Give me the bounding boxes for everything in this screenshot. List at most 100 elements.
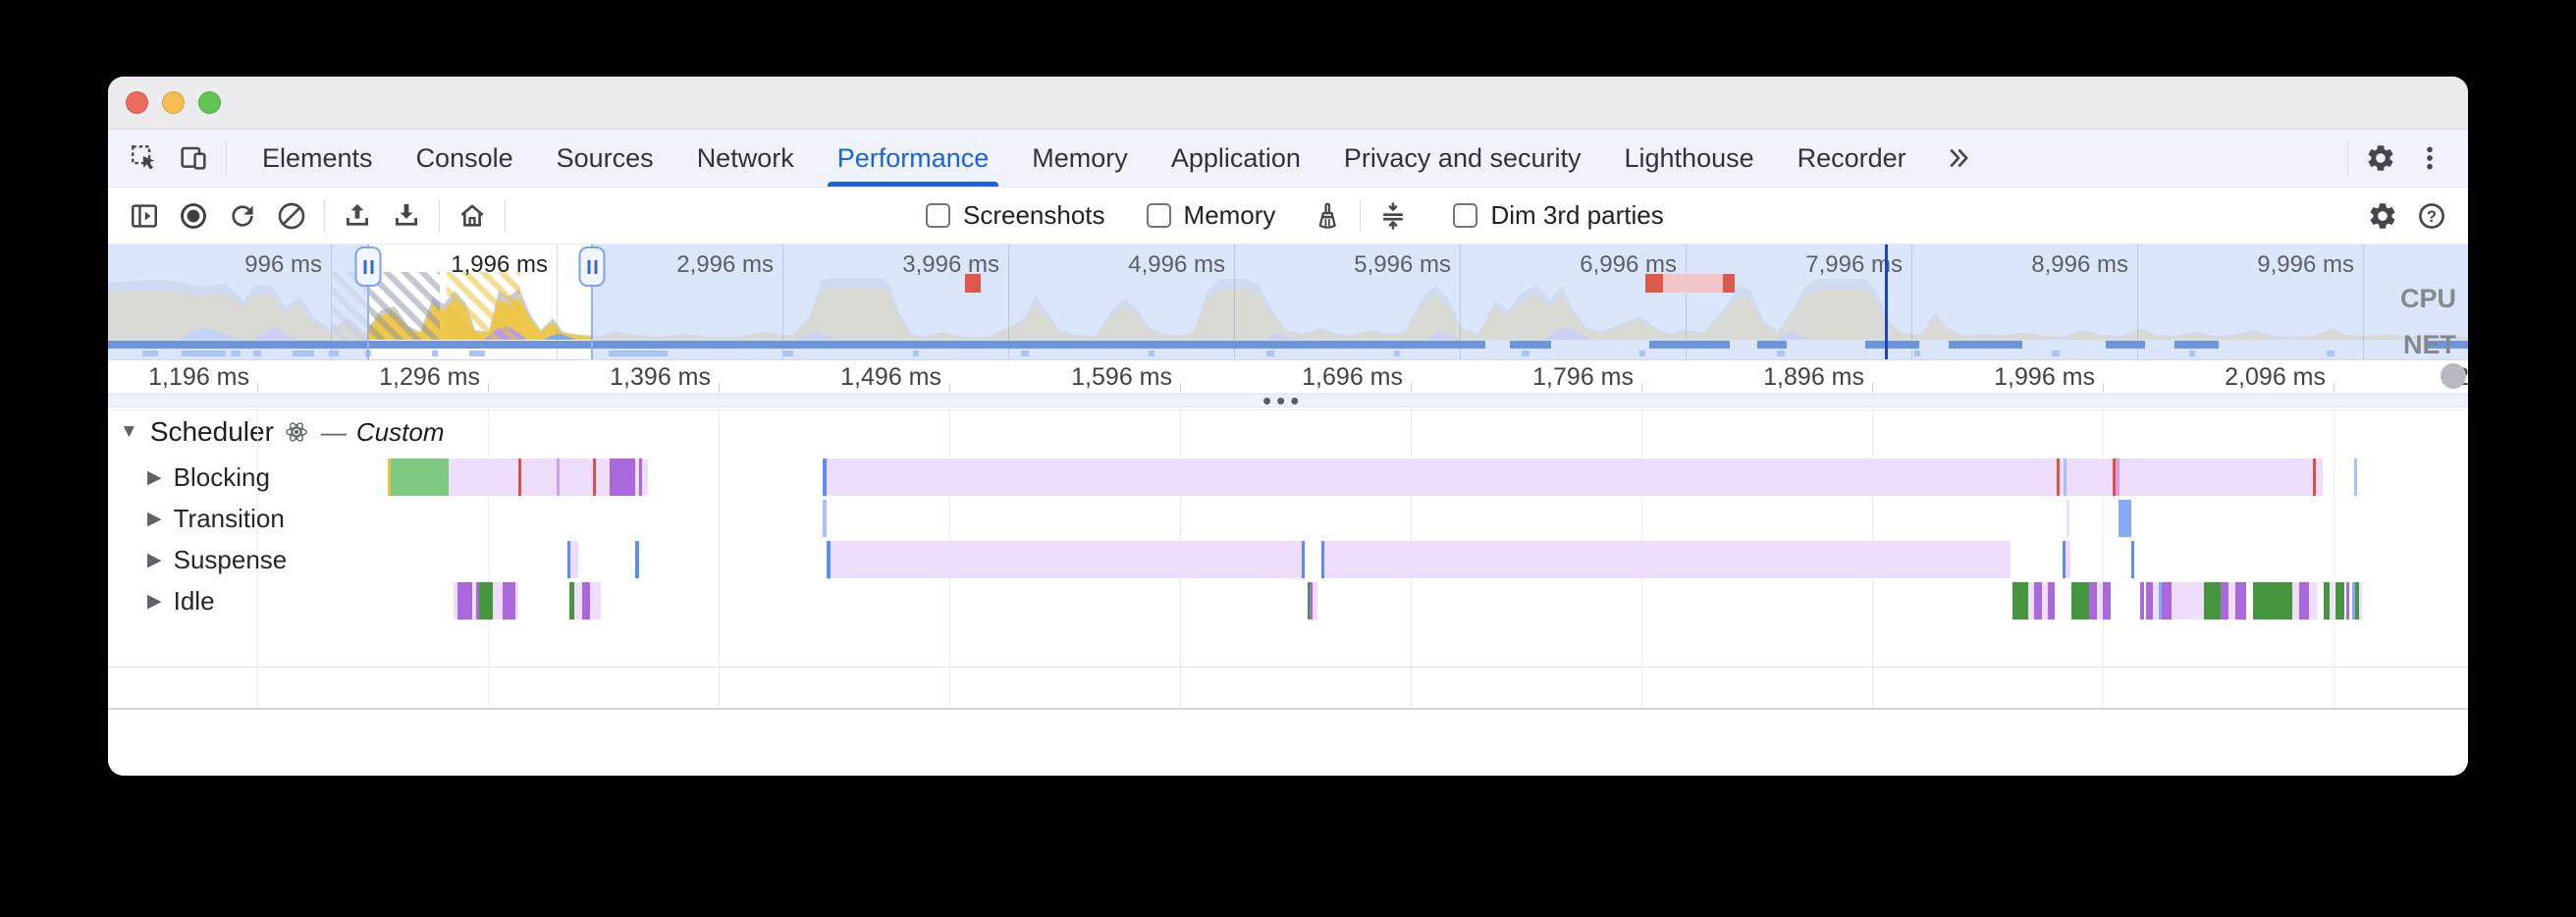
more-tabs-button[interactable] bbox=[1928, 143, 1989, 173]
track-event[interactable] bbox=[2119, 500, 2131, 537]
inspect-element-button[interactable] bbox=[120, 135, 169, 181]
left-selection-handle[interactable] bbox=[354, 246, 382, 287]
track-event[interactable] bbox=[515, 582, 518, 620]
track-event[interactable] bbox=[635, 541, 639, 578]
collapse-tracks-button[interactable] bbox=[1368, 193, 1418, 239]
track-event[interactable] bbox=[593, 458, 596, 496]
track-event[interactable] bbox=[2313, 458, 2316, 496]
track-event[interactable] bbox=[2228, 582, 2235, 620]
dim-checkbox-box[interactable] bbox=[1453, 203, 1478, 228]
track-event[interactable] bbox=[2355, 582, 2359, 620]
playhead-marker[interactable] bbox=[1885, 244, 1888, 359]
track-event[interactable] bbox=[2235, 582, 2246, 620]
right-selection-handle[interactable] bbox=[578, 246, 606, 287]
tab-lighthouse[interactable]: Lighthouse bbox=[1624, 142, 1754, 173]
track-event[interactable] bbox=[2316, 458, 2323, 496]
track-row-idle[interactable]: ▶Idle bbox=[147, 582, 215, 620]
scrollbar-thumb[interactable] bbox=[2441, 363, 2466, 389]
track-group-scheduler[interactable]: ▼ Scheduler — Custom bbox=[120, 415, 444, 449]
track-event[interactable] bbox=[2034, 582, 2042, 620]
toggle-sidebar-button[interactable] bbox=[120, 193, 169, 239]
track-event[interactable] bbox=[635, 458, 639, 496]
track-event[interactable] bbox=[2116, 458, 2120, 496]
tab-privacy-and-security[interactable]: Privacy and security bbox=[1343, 142, 1582, 173]
track-event[interactable] bbox=[1308, 582, 1310, 620]
close-button[interactable] bbox=[126, 91, 148, 114]
track-event[interactable] bbox=[2066, 500, 2069, 537]
tab-console[interactable]: Console bbox=[415, 142, 513, 173]
devtools-menu-button[interactable] bbox=[2405, 135, 2454, 181]
collapse-triangle-icon[interactable]: ▼ bbox=[120, 421, 138, 442]
track-event[interactable] bbox=[2253, 582, 2292, 620]
track-event[interactable] bbox=[2140, 582, 2144, 620]
settings-button[interactable] bbox=[2356, 135, 2405, 181]
track-event[interactable] bbox=[454, 582, 457, 620]
track-event[interactable] bbox=[2324, 582, 2330, 620]
track-event[interactable] bbox=[391, 458, 449, 496]
track-event[interactable] bbox=[596, 458, 610, 496]
reload-and-record-button[interactable] bbox=[218, 193, 267, 239]
tab-network[interactable]: Network bbox=[696, 142, 794, 173]
track-event[interactable] bbox=[2172, 582, 2204, 620]
save-profile-button[interactable] bbox=[382, 193, 431, 239]
track-event[interactable] bbox=[827, 541, 831, 578]
track-event[interactable] bbox=[2146, 582, 2153, 620]
track-event[interactable] bbox=[582, 582, 590, 620]
record-button[interactable] bbox=[169, 193, 218, 239]
track-event[interactable] bbox=[560, 458, 593, 496]
expand-triangle-icon[interactable]: ▶ bbox=[147, 466, 162, 488]
track-event[interactable] bbox=[574, 582, 582, 620]
track-event[interactable] bbox=[1310, 582, 1313, 620]
track-event[interactable] bbox=[642, 458, 648, 496]
screenshots-checkbox-box[interactable] bbox=[926, 203, 950, 228]
track-event[interactable] bbox=[2162, 582, 2172, 620]
track-event[interactable] bbox=[557, 458, 560, 496]
tab-memory[interactable]: Memory bbox=[1032, 142, 1128, 173]
tab-recorder[interactable]: Recorder bbox=[1797, 142, 1906, 173]
track-event[interactable] bbox=[590, 582, 601, 620]
track-event[interactable] bbox=[2103, 582, 2111, 620]
track-event[interactable] bbox=[2048, 582, 2055, 620]
track-event[interactable] bbox=[388, 458, 391, 496]
track-event[interactable] bbox=[2060, 458, 2064, 496]
screenshots-checkbox[interactable]: Screenshots bbox=[926, 200, 1105, 231]
track-event[interactable] bbox=[493, 582, 503, 620]
track-event[interactable] bbox=[2066, 458, 2113, 496]
track-event[interactable] bbox=[2359, 582, 2362, 620]
clear-button[interactable] bbox=[267, 193, 316, 239]
dim-3rd-parties-checkbox[interactable]: Dim 3rd parties bbox=[1453, 200, 1664, 231]
track-event[interactable] bbox=[2159, 582, 2162, 620]
tab-sources[interactable]: Sources bbox=[556, 142, 654, 173]
track-event[interactable] bbox=[2153, 582, 2159, 620]
track-row-suspense[interactable]: ▶Suspense bbox=[147, 541, 287, 578]
track-event[interactable] bbox=[1324, 541, 2011, 578]
track-event[interactable] bbox=[479, 582, 493, 620]
tab-application[interactable]: Application bbox=[1170, 142, 1301, 173]
track-event[interactable] bbox=[570, 541, 578, 578]
track-event[interactable] bbox=[567, 541, 570, 578]
track-event[interactable] bbox=[827, 458, 2057, 496]
track-event[interactable] bbox=[2120, 458, 2313, 496]
track-event[interactable] bbox=[2028, 582, 2034, 620]
track-event[interactable] bbox=[610, 458, 635, 496]
track-event[interactable] bbox=[569, 582, 574, 620]
track-event[interactable] bbox=[1313, 582, 1317, 620]
track-event[interactable] bbox=[2089, 582, 2097, 620]
track-event[interactable] bbox=[2064, 458, 2066, 496]
track-event[interactable] bbox=[2204, 582, 2221, 620]
track-event[interactable] bbox=[521, 458, 557, 496]
track-event[interactable] bbox=[2113, 458, 2116, 496]
track-event[interactable] bbox=[823, 458, 827, 496]
panel-resize-strip[interactable]: ••• bbox=[108, 386, 2468, 415]
track-event[interactable] bbox=[831, 541, 1302, 578]
track-event[interactable] bbox=[2292, 582, 2299, 620]
track-event[interactable] bbox=[476, 582, 479, 620]
track-event[interactable] bbox=[2057, 458, 2060, 496]
track-event[interactable] bbox=[2042, 582, 2048, 620]
track-event[interactable] bbox=[2354, 458, 2357, 496]
track-event[interactable] bbox=[2066, 541, 2070, 578]
track-event[interactable] bbox=[449, 458, 518, 496]
track-event[interactable] bbox=[2335, 582, 2344, 620]
track-row-blocking[interactable]: ▶Blocking bbox=[147, 458, 270, 496]
